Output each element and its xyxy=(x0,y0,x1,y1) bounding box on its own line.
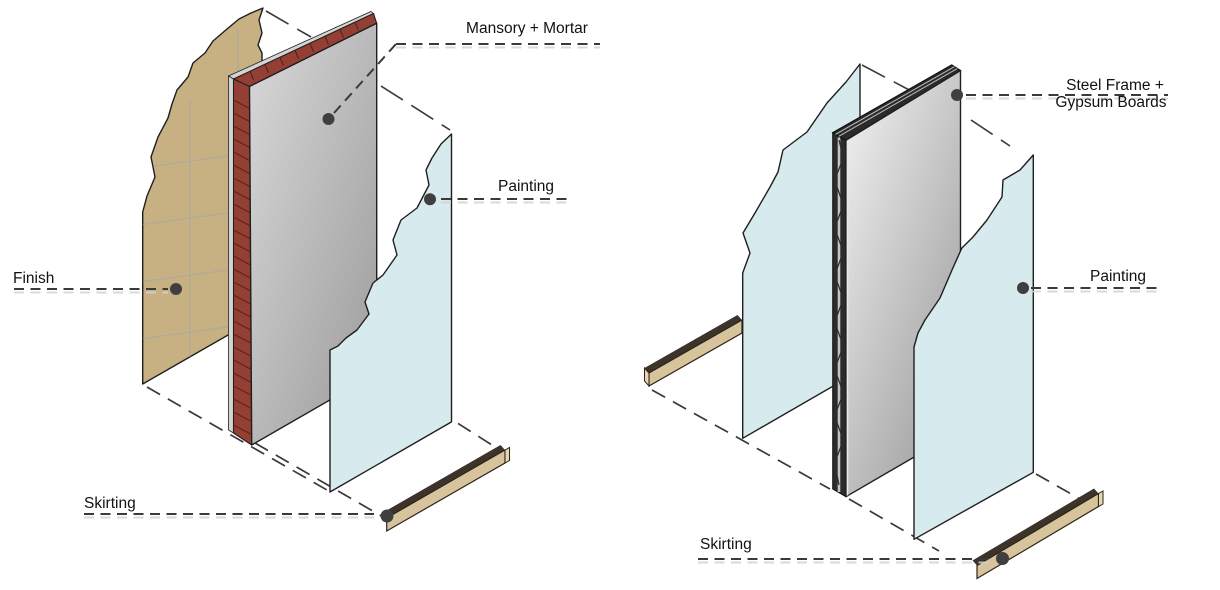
label-finish: Finish xyxy=(13,270,54,287)
masonry-diagram: Mansory + Mortar Painting Finish Skirtin… xyxy=(13,7,600,533)
painting-panel-left xyxy=(329,133,453,493)
floor-guide-left-b xyxy=(254,442,385,519)
callout-dot xyxy=(1017,282,1029,294)
callout-dot xyxy=(951,89,963,101)
drywall-diagram: Steel Frame + Gypsum Boards Painting Ski… xyxy=(644,63,1168,580)
callout-dot xyxy=(996,552,1009,565)
skirting-front-face xyxy=(648,318,743,388)
painting-panel-back xyxy=(742,63,861,439)
label-steel-frame-line1: Steel Frame + xyxy=(1066,77,1164,94)
skirting-end-face xyxy=(1098,490,1104,508)
label-painting-right: Painting xyxy=(1090,268,1146,285)
label-skirting-left: Skirting xyxy=(84,495,136,512)
skirting-board-rear xyxy=(644,315,743,388)
callout-dot xyxy=(424,193,436,206)
skirting-front-face xyxy=(386,448,506,533)
skirting-front-face xyxy=(976,492,1100,580)
callout-skirting-left: Skirting xyxy=(84,495,394,523)
callout-steel-frame: Steel Frame + Gypsum Boards xyxy=(951,77,1168,111)
callout-dot xyxy=(170,283,182,295)
skirting-top-cap xyxy=(644,315,742,373)
brick-top-joints xyxy=(249,21,359,80)
callout-dot xyxy=(380,509,394,523)
alignment-guide-mid-left xyxy=(380,85,451,131)
callout-masonry: Mansory + Mortar xyxy=(322,20,600,125)
skirting-board-left xyxy=(382,445,510,533)
stud-lattice xyxy=(833,139,845,486)
label-steel-frame-line2: Gypsum Boards xyxy=(1055,94,1166,111)
alignment-guide-top-left xyxy=(265,10,312,38)
callout-painting-left: Painting xyxy=(424,178,573,206)
finish-tile-grid xyxy=(142,30,263,384)
mortar-side-sliver xyxy=(228,75,234,434)
label-skirting-right: Skirting xyxy=(700,536,752,553)
skirting-end-face xyxy=(644,366,650,388)
floor-guide-right-b xyxy=(848,498,940,552)
floor-guide-left-a xyxy=(146,386,328,491)
callout-skirting-right: Skirting xyxy=(698,536,1009,565)
skirting-top-cap xyxy=(972,488,1099,566)
callout-line xyxy=(333,43,600,114)
callout-finish: Finish xyxy=(13,270,182,295)
label-painting-left: Painting xyxy=(498,178,554,195)
callout-dot xyxy=(322,113,335,125)
label-masonry-mortar: Mansory + Mortar xyxy=(466,20,588,37)
floor-guide-right-a xyxy=(651,389,831,490)
callout-painting-right: Painting xyxy=(1017,268,1163,294)
skirting-board-right xyxy=(972,488,1104,580)
painting-panel-front xyxy=(913,154,1034,540)
brick-course-lines xyxy=(233,99,251,435)
alignment-guide-top-right-b xyxy=(970,119,1011,147)
alignment-guide-top-right-a xyxy=(861,64,914,93)
skirting-top-cap xyxy=(382,445,505,518)
frame-top-channel-lines xyxy=(835,66,958,137)
skirting-end-face xyxy=(504,446,510,464)
